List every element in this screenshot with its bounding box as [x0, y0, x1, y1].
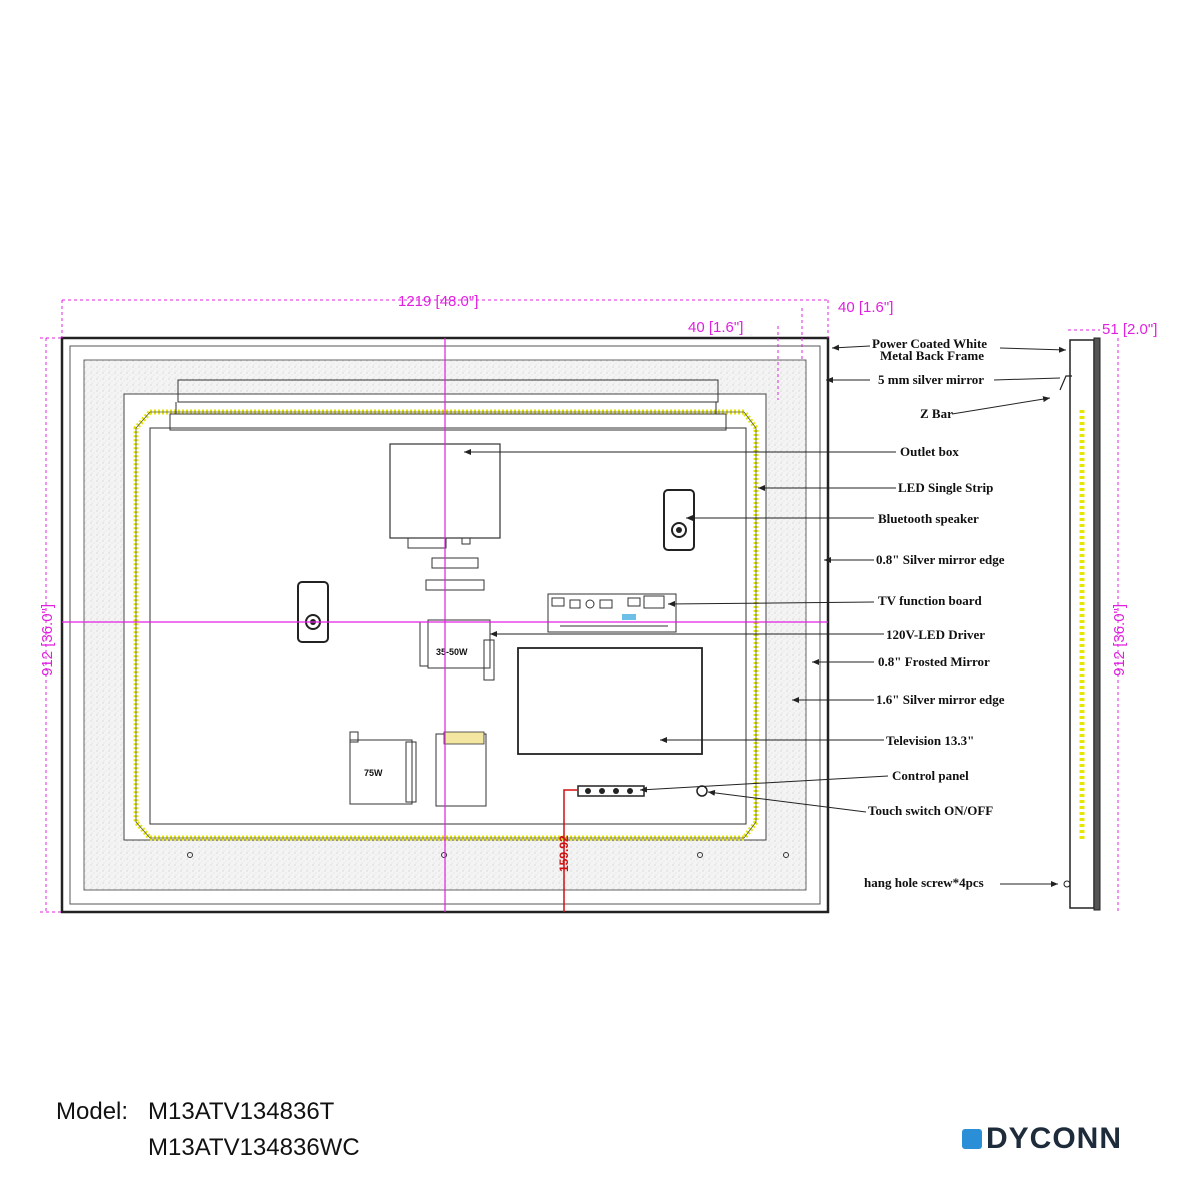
callout-led-strip: LED Single Strip [898, 480, 993, 495]
back-view: 35-50W 75W 159.92 [60, 336, 830, 914]
callout-z-bar: Z Bar [920, 406, 953, 421]
depth-dimension: 51 [2.0"] [1102, 321, 1157, 338]
brand-name: DYCONN [986, 1122, 1123, 1155]
dyconn-logo-icon [962, 1129, 982, 1149]
callout-tv-board: TV function board [878, 593, 983, 608]
model-label: Model: [56, 1098, 129, 1125]
power-module [435, 731, 487, 807]
model-line-1: M13ATV134836T [148, 1098, 335, 1125]
television [517, 647, 703, 755]
callout-control-panel: Control panel [892, 768, 969, 783]
side-view [1059, 337, 1101, 911]
control-offset-label: 159.92 [557, 835, 571, 872]
callout-back-frame-2: Metal Back Frame [880, 348, 984, 363]
dimension-lines [40, 299, 1119, 913]
callout-silver-mirror: 5 mm silver mirror [878, 372, 984, 387]
callout-television: Television 13.3" [886, 733, 974, 748]
driver-small-label: 35-50W [436, 647, 468, 657]
hang-hole-screw [697, 852, 703, 858]
width-dimension: 1219 [48.0"] [398, 293, 478, 310]
z-bar-back [177, 379, 719, 403]
hang-hole-screw [187, 852, 193, 858]
hang-hole-screw [441, 852, 447, 858]
brand-logo: DYCONN [962, 1122, 1122, 1156]
frame-inset-dimension: 40 [1.6"] [688, 319, 743, 336]
side-frame [1069, 339, 1095, 909]
callout-bt-speaker: Bluetooth speaker [878, 511, 979, 526]
bluetooth-speaker-left [297, 581, 329, 643]
height-front-dimension: 912 [36.0"] [39, 604, 56, 676]
callout-outlet-box: Outlet box [900, 444, 959, 459]
callout-mirror-edge-16: 1.6" Silver mirror edge [876, 692, 1005, 707]
callout-led-driver: 120V-LED Driver [886, 627, 985, 642]
callout-frosted: 0.8" Frosted Mirror [878, 654, 990, 669]
callout-hang-hole: hang hole screw*4pcs [864, 875, 984, 890]
callout-labels: Power Coated White Metal Back Frame 5 mm… [864, 336, 1005, 890]
led-driver-small: 35-50W [419, 619, 495, 681]
callout-touch-switch: Touch switch ON/OFF [868, 803, 993, 818]
bluetooth-speaker-right [663, 489, 695, 551]
tv-function-board [547, 593, 677, 633]
callout-leaders [464, 344, 1067, 887]
callout-mirror-edge-08: 0.8" Silver mirror edge [876, 552, 1005, 567]
driver-large-label: 75W [364, 768, 383, 778]
outer-inset-dimension: 40 [1.6"] [838, 299, 893, 316]
led-driver-large: 75W [349, 731, 417, 805]
height-side-dimension: 912 [36.0"] [1111, 604, 1128, 676]
callout-back-frame-1: Power Coated White [872, 336, 987, 351]
model-line-2: M13ATV134836WC [148, 1134, 360, 1161]
hang-hole-screw [783, 852, 789, 858]
control-offset-line [563, 789, 578, 912]
side-z-bar [1059, 375, 1072, 391]
